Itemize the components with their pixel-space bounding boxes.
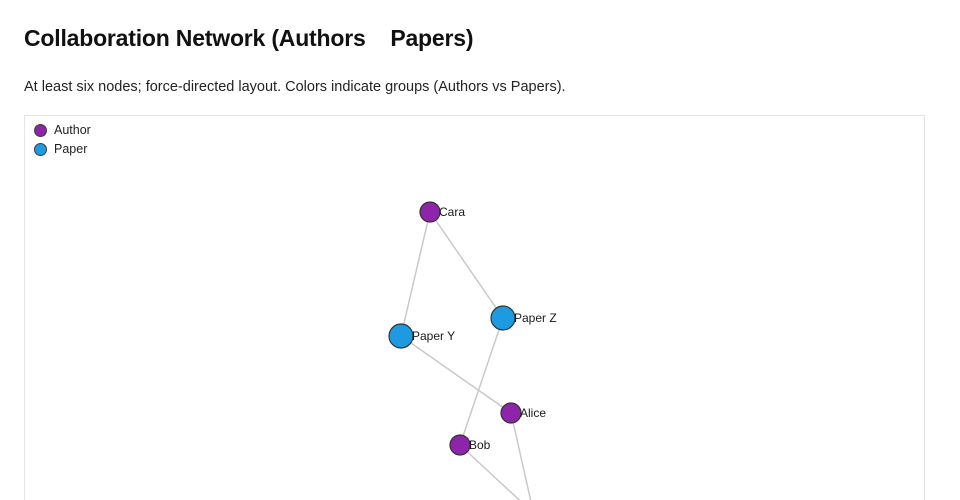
graph-edge: [429, 211, 504, 319]
graph-node[interactable]: Paper Y: [388, 323, 455, 349]
graph-node[interactable]: Bob: [449, 434, 491, 456]
graph-node[interactable]: Paper Z: [490, 305, 557, 331]
node-label: Paper Z: [514, 311, 557, 325]
circle-icon: [34, 142, 47, 156]
page-subtitle: At least six nodes; force-directed layou…: [24, 79, 566, 95]
graph-edge: [459, 444, 521, 500]
graph-edge: [400, 211, 431, 337]
circle-icon: [34, 123, 47, 137]
node-label: Paper Y: [412, 329, 455, 343]
node-circle[interactable]: [500, 402, 522, 424]
node-circle[interactable]: [419, 201, 441, 223]
graph-node[interactable]: Alice: [500, 402, 546, 424]
page-title: Collaboration Network (Authors Papers): [24, 25, 474, 51]
node-circle[interactable]: [449, 434, 471, 456]
legend-item-label: Author: [54, 122, 91, 137]
legend-item-author[interactable]: Author: [34, 123, 91, 137]
edge-layer: [400, 211, 532, 500]
graph-node[interactable]: Cara: [419, 201, 465, 223]
node-circle[interactable]: [490, 305, 516, 331]
node-label: Cara: [439, 205, 465, 219]
graph-edge: [400, 335, 512, 414]
graph-edge: [510, 412, 532, 500]
node-label: Alice: [520, 406, 546, 420]
node-circle[interactable]: [388, 323, 414, 349]
node-label: Bob: [469, 438, 491, 452]
legend-item-paper[interactable]: Paper: [34, 142, 91, 156]
legend-item-label: Paper: [54, 141, 88, 156]
graph-edge: [459, 317, 504, 446]
legend: Author Paper: [34, 123, 91, 156]
